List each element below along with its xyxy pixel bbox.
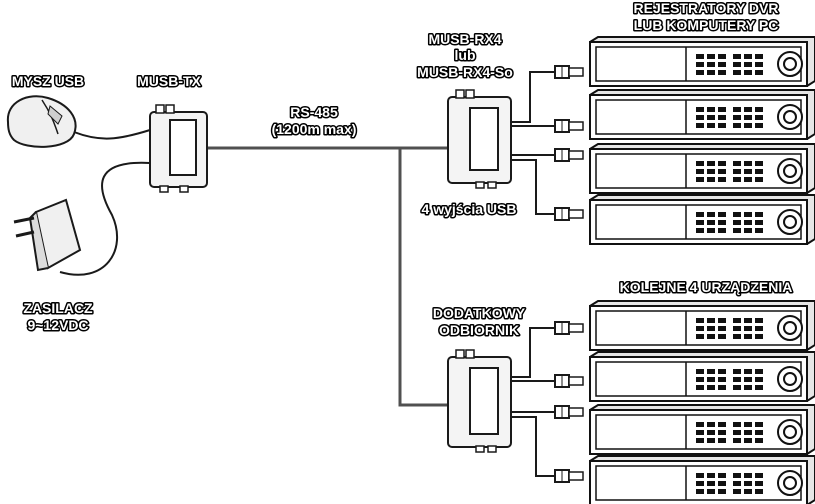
extra-devices-label: KOLEJNE 4 URZĄDZENIA (620, 279, 793, 295)
rs485-bus (207, 146, 448, 407)
usb-plugs (554, 65, 584, 483)
dvr-recorders (589, 36, 815, 504)
transmitter-label: MUSB-TX (137, 73, 201, 89)
receiver-label-line1: MUSB-RX4 (428, 31, 501, 47)
receiver-2-usb-cables (511, 327, 555, 477)
mouse-label: MYSZ USB (12, 73, 84, 89)
mouse-cable (73, 129, 151, 140)
usb-plug-icon (554, 321, 584, 335)
psu-label-line1: ZASILACZ (23, 300, 93, 316)
receiver-2-device (447, 349, 512, 453)
dvr-recorder-icon (589, 404, 815, 455)
usb-plug-icon (554, 469, 584, 483)
extra-receiver-label-line1: DODATKOWY (433, 305, 526, 321)
outputs-label: 4 wyjścia USB (422, 201, 517, 217)
power-adapter-icon (13, 198, 82, 272)
usb-plug-icon (554, 405, 584, 419)
receiver-label-line3: MUSB-RX4-So (417, 64, 513, 80)
usb-plug-icon (554, 148, 584, 162)
usb-plug-icon (554, 65, 584, 79)
dvr-recorder-icon (589, 89, 815, 140)
receiver-label-line2: lub (455, 47, 476, 63)
usb-plug-icon (554, 207, 584, 221)
dvr-recorder-icon (589, 455, 815, 504)
dvr-recorder-icon (589, 143, 815, 194)
link-label-line2: (1200m max) (272, 121, 357, 137)
usb-plug-icon (554, 119, 584, 133)
receiver-1-usb-cables (511, 71, 555, 215)
power-cable (59, 161, 151, 276)
dvr-recorder-icon (589, 36, 815, 87)
transmitter-device (149, 104, 208, 193)
dvr-label-line2: LUB KOMPUTERY PC (634, 17, 779, 33)
extra-receiver-label-line2: ODBIORNIK (439, 322, 519, 338)
link-label-line1: RS-485 (290, 104, 338, 120)
usb-plug-icon (554, 374, 584, 388)
dvr-recorder-icon (589, 194, 815, 245)
dvr-recorder-icon (589, 351, 815, 402)
mouse-icon (6, 95, 77, 148)
psu-label-line2: 9~12VDC (27, 317, 88, 333)
receiver-1-device (447, 89, 512, 189)
dvr-label-line1: REJESTRATORY DVR (634, 0, 779, 16)
dvr-recorder-icon (589, 300, 815, 351)
